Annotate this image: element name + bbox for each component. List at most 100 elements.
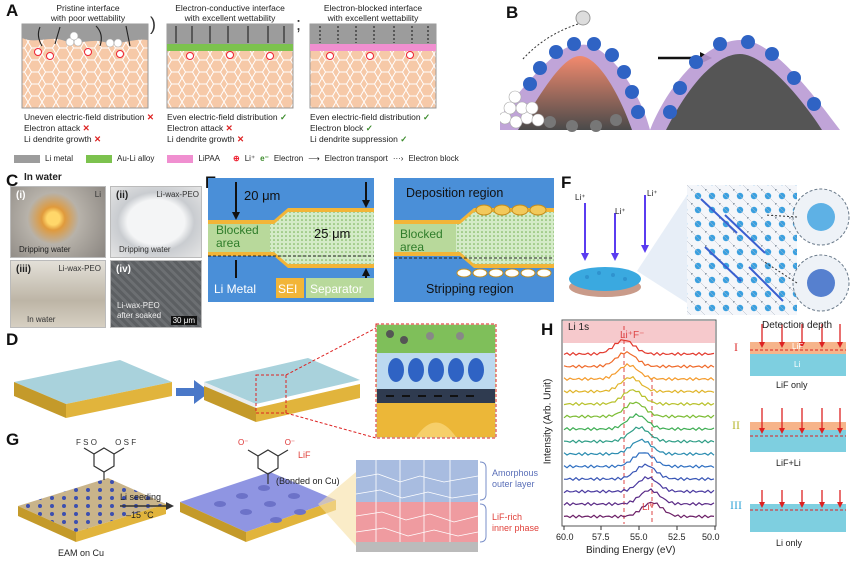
depth-arrows [759, 324, 843, 508]
depth-li-layer: Li [794, 360, 801, 369]
legend-au-li: Au-Li alloy [117, 154, 155, 163]
col-3-note-1: Even electric-field distribution [310, 112, 421, 122]
panel-label-f: F [561, 173, 572, 192]
li-label-3: Li⁺ [647, 189, 658, 198]
photo-i: (i) Li Dripping water [10, 186, 106, 258]
depth-arrow-head [819, 342, 825, 348]
li-ion-free-icon [575, 10, 591, 26]
xps-ylabel: Intensity (Arb. Unit) [542, 378, 554, 465]
check-icon: ✓ [279, 112, 288, 122]
legend-swatch-li-metal [14, 154, 40, 163]
depth-roman-1: I [734, 340, 738, 354]
peak-li0-label: Li⁰ [642, 502, 654, 513]
cross-icon: ✕ [93, 134, 102, 144]
xps-trace [563, 438, 715, 457]
li-ion-icon: ⊕ [233, 154, 240, 163]
g-s-left: S [83, 438, 89, 447]
depth-arrow-head [799, 502, 805, 508]
legend-lipaa: LiPAA [198, 154, 221, 163]
depth-arrow-head [759, 428, 765, 434]
col-2-note-3: Li dendrite growth [167, 134, 235, 144]
panel-g: F F S O O S F O⁻ O⁻ LiF (Bonded on Cu) L… [0, 438, 540, 561]
xtick-57-5: 57.5 [592, 532, 610, 542]
depth-arrow-head [779, 502, 785, 508]
col-1-note-2: Electron attack [24, 123, 81, 133]
panel-a: ) ; Pristine interface with poor wettabi… [0, 0, 470, 170]
g-molecule-2-labels: O⁻ O⁻ [238, 438, 295, 447]
depth-arrow-head [759, 342, 765, 348]
panel-label-d: D [6, 330, 19, 349]
depth-caption-2: LiF+Li [776, 458, 801, 468]
panel-label-g: G [6, 430, 20, 449]
xtick-52-5: 52.5 [668, 532, 686, 542]
panel-e-figure [208, 178, 554, 302]
depth-arrow-head [837, 342, 843, 348]
depth-roman-3: III [730, 498, 742, 512]
g-f-right: F [131, 438, 137, 447]
xps-title: Li 1s [568, 322, 590, 333]
xps-trace [563, 475, 715, 494]
depth-arrow-head [837, 502, 843, 508]
panel-a-col-2 [166, 23, 294, 109]
g-temperature-label: –15 °C [126, 510, 154, 520]
g-outer-1: Amorphous [492, 468, 539, 478]
legend-swatch-au-li [86, 154, 113, 163]
legend-transport: Electron transport [324, 154, 388, 163]
depth-arrow-head [779, 342, 785, 348]
electron-icon: e⁻ [260, 154, 269, 163]
g-s-right: S [123, 438, 129, 447]
electrons-b [544, 114, 622, 132]
depth-schematic-3 [750, 504, 846, 532]
deposition-region-label: Deposition region [406, 186, 504, 200]
depth-caption-3: Li only [776, 538, 803, 548]
g-eam-label: EAM on Cu [58, 548, 105, 558]
depth-arrow-head [837, 428, 843, 434]
col-1-title: Pristine interface with poor wettability [48, 3, 128, 23]
col-1-title-line1: Pristine interface [56, 3, 120, 13]
depth-arrow-head [779, 428, 785, 434]
photo-iv-caption-1: Li-wax-PEO [117, 301, 160, 310]
xps-xlabel: Binding Energy (eV) [586, 545, 676, 556]
g-outer-2: outer layer [492, 479, 535, 489]
panel-label-c: C [6, 171, 19, 190]
dimension-25um: 25 μm [314, 226, 351, 241]
xps-trace [563, 375, 715, 394]
photo-iv-caption-2: after soaked [117, 311, 162, 320]
xtick-60: 60.0 [556, 532, 574, 542]
panel-label-a: A [6, 1, 19, 20]
dotted-arrow-icon: ···› [392, 154, 404, 163]
depth-schematic-2 [750, 422, 846, 452]
blocked-area-left: Blocked area [216, 224, 259, 250]
li-ions [34, 48, 414, 60]
bonded-molecule [247, 449, 289, 484]
svg-text:): ) [150, 14, 156, 34]
panel-label-b: B [506, 3, 519, 22]
g-o-minus-left: O⁻ [238, 438, 249, 447]
blocked-line-2: area [216, 236, 241, 250]
panel-b-figure [490, 10, 840, 132]
cross-icon: ✕ [236, 134, 245, 144]
li-label-1: Li⁺ [575, 193, 586, 202]
legend-electron: Electron [273, 154, 304, 163]
depth-arrow-head [759, 502, 765, 508]
blocked-line-1: Blocked [216, 223, 259, 237]
photo-i-corner: Li [94, 190, 101, 199]
photo-ii-tag: (ii) [116, 190, 129, 201]
deposition-bumps [475, 204, 547, 216]
g-o-right: O [115, 438, 122, 447]
col-3-title-line2: with excellent wettability [327, 13, 419, 23]
panel-c: In water (i) Li Dripping water (ii) Li-w… [0, 170, 202, 330]
arrow-right-icon [176, 380, 210, 404]
xps-spectra [561, 319, 846, 532]
col-2-note-2: Electron attack [167, 123, 224, 133]
col-3-notes: Even electric-field distribution ✓ Elect… [310, 112, 430, 145]
arrow-right-icon: ⟶ [308, 154, 320, 163]
col-1-notes: Uneven electric-field distribution ✕ Ele… [24, 112, 154, 145]
legend-block: Electron block [408, 154, 459, 163]
g-inner-2: inner phase [492, 523, 540, 533]
legend-li-ion: Li⁺ [244, 154, 256, 163]
panel-d-figure [14, 323, 497, 439]
li-ions-b2 [663, 35, 821, 119]
photo-ii: (ii) Li-wax-PEO Dripping water [110, 186, 202, 258]
photo-iii: (iii) Li-wax-PEO In water [10, 260, 106, 328]
